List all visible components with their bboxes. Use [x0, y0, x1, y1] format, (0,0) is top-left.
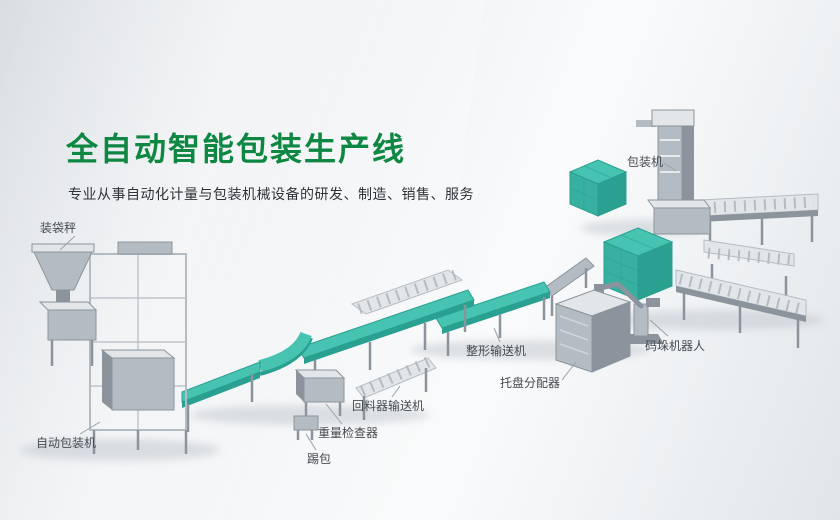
label-bagging-scale: 装袋秤	[40, 221, 77, 235]
conveyor-roller-bed	[350, 269, 464, 315]
machine-weight-checker	[294, 369, 346, 416]
page-title: 全自动智能包装生产线	[66, 131, 407, 167]
label-pallet-distributor: 托盘分配器	[500, 376, 561, 390]
conveyor-outfeed	[181, 361, 261, 432]
label-packaging-machine: 包装机	[627, 155, 664, 169]
page-subtitle: 专业从事自动化计量与包装机械设备的研发、制造、销售、服务	[68, 186, 474, 202]
leader-lines	[59, 162, 677, 451]
conveyor-curve	[258, 331, 313, 376]
label-return-feeder-conveyor: 回料器输送机	[352, 399, 425, 413]
label-auto-packaging-machine: 自动包装机	[36, 436, 97, 450]
machine-pallet-distributor	[554, 289, 632, 373]
machine-palletizing-robot	[568, 159, 674, 344]
label-palletizing-robot: 码垛机器人	[645, 339, 706, 353]
machine-kick-bag	[293, 415, 319, 440]
label-kick-bag: 踢包	[307, 452, 332, 466]
conveyor-return-feeder	[355, 355, 437, 420]
machine-packaging	[636, 109, 711, 235]
machine-bagging-scale	[31, 243, 98, 366]
label-shaping-conveyor: 整形输送机	[466, 344, 527, 358]
label-weight-checker: 重量检查器	[318, 426, 379, 440]
machine-auto-packaging	[89, 241, 188, 454]
